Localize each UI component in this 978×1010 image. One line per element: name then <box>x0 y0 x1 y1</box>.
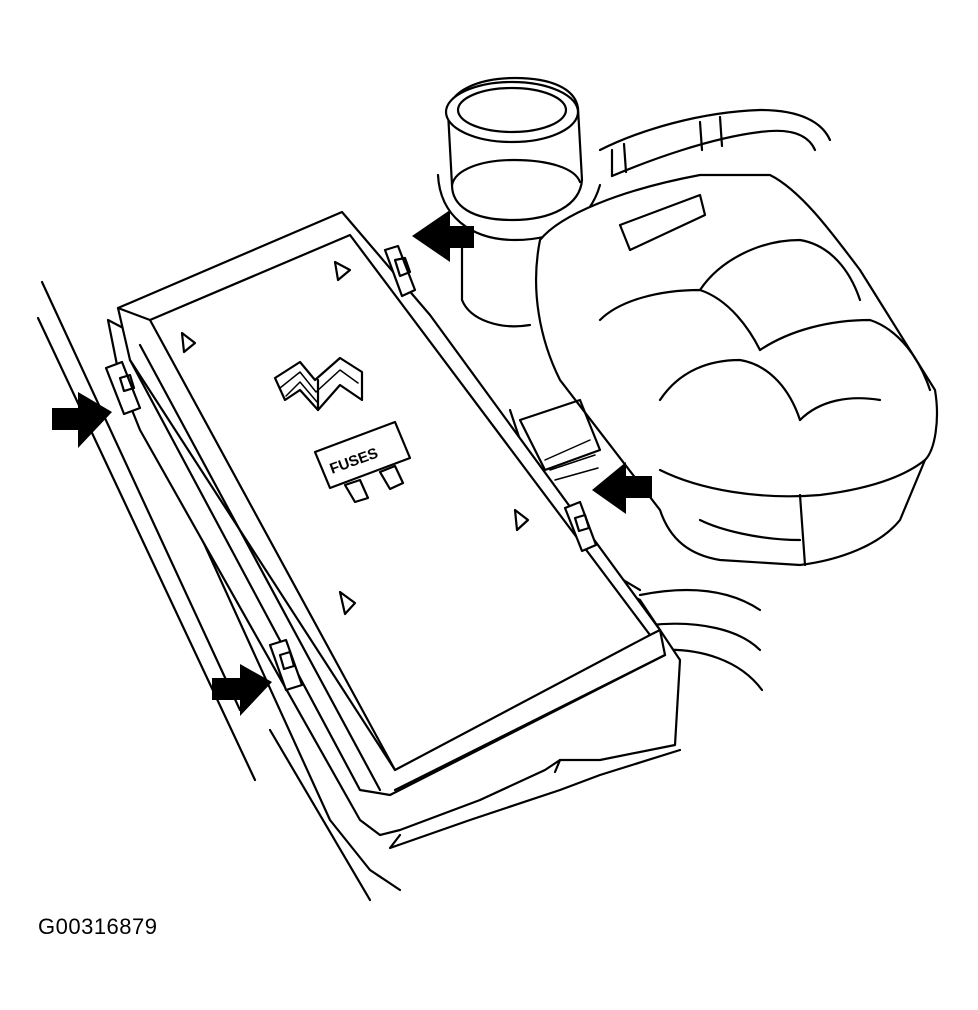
side-rail <box>36 280 402 902</box>
fuse-box-cover <box>116 210 667 797</box>
arrow-icon-left-lower <box>212 664 272 716</box>
arrow-icon-left-upper <box>52 392 112 448</box>
clip-left-upper <box>104 360 142 416</box>
coolant-reservoir <box>436 76 939 692</box>
arrow-icon-right <box>592 462 652 514</box>
figure-id-label: G00316879 <box>38 914 158 939</box>
clip-top-right <box>383 244 417 298</box>
fuse-icon: FUSES <box>313 420 412 504</box>
clip-right-lower <box>563 500 598 553</box>
arrow-icon-top <box>412 210 474 262</box>
open-book-icon <box>273 356 364 412</box>
clip-left-lower <box>268 638 304 692</box>
